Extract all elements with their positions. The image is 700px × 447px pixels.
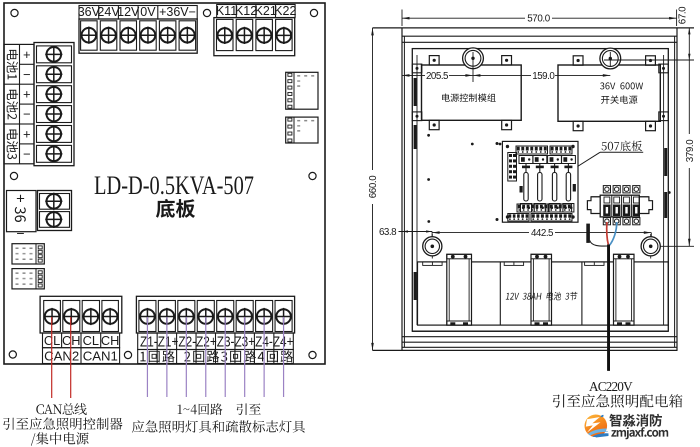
svg-text:+: +	[23, 47, 31, 62]
svg-text:−: −	[23, 146, 31, 161]
svg-text:K12: K12	[235, 4, 257, 18]
svg-text:36V: 36V	[78, 5, 101, 19]
svg-text:63.8: 63.8	[379, 227, 397, 238]
svg-text:205.5: 205.5	[426, 71, 449, 82]
svg-text:CAN2: CAN2	[44, 349, 79, 364]
svg-text:570.0: 570.0	[527, 13, 550, 24]
svg-text:−: −	[23, 67, 31, 82]
svg-text:CL: CL	[83, 333, 99, 348]
svg-text:67.0: 67.0	[678, 6, 689, 24]
svg-text:12V: 12V	[117, 5, 140, 19]
svg-text:−: −	[16, 225, 24, 241]
svg-text:159.0: 159.0	[532, 71, 555, 82]
svg-text:LD-D-0.5KVA-507: LD-D-0.5KVA-507	[94, 171, 254, 200]
svg-text:AC220V: AC220V	[589, 379, 633, 394]
svg-text:−: −	[23, 107, 31, 122]
svg-text:CH: CH	[101, 333, 119, 348]
svg-text:Z1-Z1+Z2-Z2+Z3-Z3+Z4-Z4+: Z1-Z1+Z2-Z2+Z3-Z3+Z4-Z4+	[140, 335, 294, 351]
svg-text:+: +	[23, 87, 31, 102]
svg-text:CH: CH	[62, 333, 80, 348]
svg-text:0V: 0V	[140, 5, 156, 19]
svg-text:+: +	[23, 127, 31, 142]
svg-text:K21: K21	[255, 4, 277, 18]
svg-text:CAN1: CAN1	[83, 349, 118, 364]
svg-text:K22: K22	[274, 4, 296, 18]
svg-text:442.5: 442.5	[531, 228, 554, 239]
svg-text:+36V−: +36V−	[159, 5, 196, 19]
svg-text:K11: K11	[216, 4, 237, 18]
svg-text:379.0: 379.0	[685, 139, 696, 162]
svg-text:24V: 24V	[97, 5, 120, 19]
svg-text:660.0: 660.0	[368, 175, 379, 198]
svg-text:+: +	[16, 191, 25, 208]
